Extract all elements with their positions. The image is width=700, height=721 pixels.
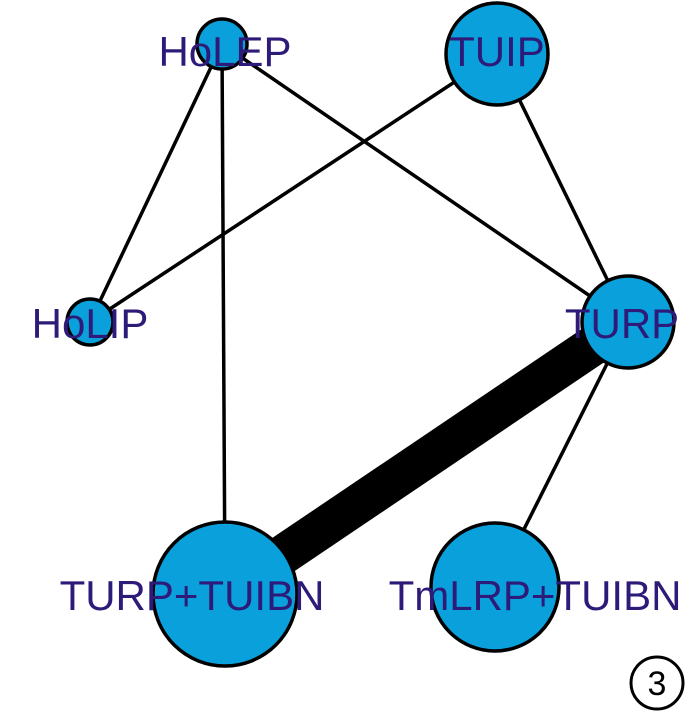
nodes-layer: [65, 1, 676, 668]
node-turp: [580, 274, 676, 370]
edges-layer: [88, 42, 640, 611]
edge-tuip-holip: [89, 52, 498, 324]
panel-badge-circle: [629, 655, 685, 711]
edge-turp-turp-tuibn: [213, 305, 640, 611]
node-label-turp: TURP: [565, 300, 679, 347]
node-label-tuip: TUIP: [449, 28, 545, 75]
node-turp-tuibn: [151, 520, 299, 668]
node-label-holip: HoLIP: [32, 300, 149, 347]
panel-badge: 3: [629, 655, 685, 711]
edge-holep-holip: [88, 43, 224, 323]
node-tuip: [444, 1, 550, 107]
edge-holep-turp: [221, 42, 629, 324]
node-holep: [195, 17, 249, 71]
node-label-holep: HoLEP: [158, 28, 291, 75]
edge-holep-turp-tuibn: [220, 43, 227, 595]
labels-layer: HoLEP TUIP HoLIP TURP TURP+TUIBN TmLRP+TUIBN: [32, 28, 682, 619]
node-holip: [65, 297, 115, 347]
node-label-tmlrp-tuibn: TmLRP+TUIBN: [389, 572, 682, 619]
node-tmlrp-tuibn: [429, 521, 561, 653]
node-label-turp-tuibn: TURP+TUIBN: [60, 572, 325, 619]
panel-badge-number: 3: [648, 665, 667, 703]
